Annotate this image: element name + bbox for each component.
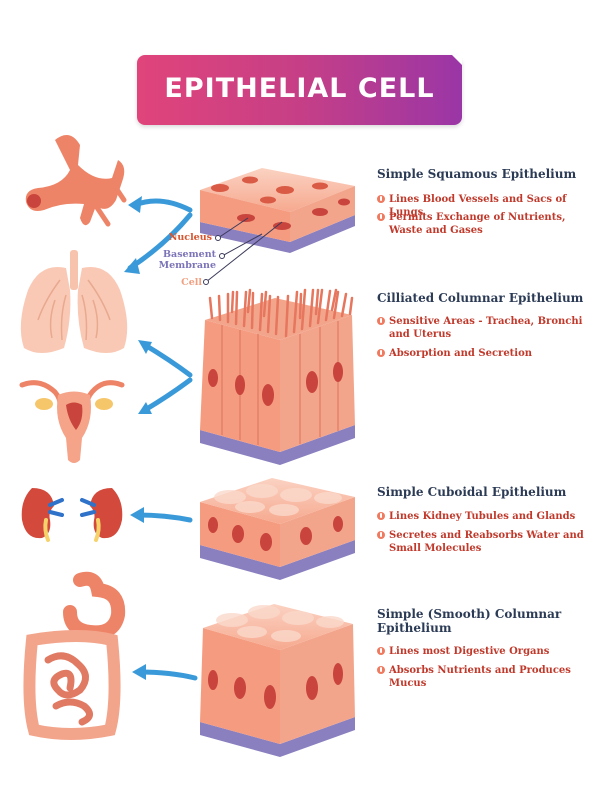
bullet-text: Waste and Gases xyxy=(389,225,483,236)
bullet-text: Secretes and Reabsorbs Water and xyxy=(389,530,584,541)
bullet-icon xyxy=(377,317,385,325)
list-item: Lines most Digestive Organs xyxy=(377,645,549,658)
title-banner: EPITHELIAL CELL xyxy=(137,55,462,125)
bullet-icon xyxy=(377,213,385,221)
list-item: Sensitive Areas - Trachea, Bronchi xyxy=(377,315,582,328)
list-item: Absorbs Nutrients and Produces Mucus xyxy=(377,664,600,690)
bullet-icon xyxy=(377,349,385,357)
bullet-icon xyxy=(377,531,385,539)
bullet-text: Lines Blood Vessels and Sacs of Lungs xyxy=(389,194,567,218)
section-title-columnar-line1: Simple (Smooth) Columnar xyxy=(377,607,562,621)
cell-label: Cell xyxy=(181,277,202,288)
bullet-text: Small Molecules xyxy=(389,543,482,554)
kidneys-icon xyxy=(21,488,123,542)
bullet-text: Absorption and Secretion xyxy=(389,348,533,359)
bullet-icon xyxy=(377,666,385,674)
page-title: EPITHELIAL CELL xyxy=(164,73,435,104)
list-item: Lines Blood Vessels and Sacs of Lungs xyxy=(377,193,600,219)
list-item: Secretes and Reabsorbs Water and xyxy=(377,529,584,542)
section-title-ciliated: Cilliated Columnar Epithelium xyxy=(377,291,584,305)
arrow-icon xyxy=(127,198,198,681)
bullet-icon xyxy=(377,512,385,520)
section-title-cuboidal: Simple Cuboidal Epithelium xyxy=(377,485,567,499)
squamous-tissue-block xyxy=(200,168,355,253)
section-title-columnar-line2: Epithelium xyxy=(377,621,452,635)
list-item-continuation: and Uterus xyxy=(377,328,451,341)
nucleus-label: Nucleus xyxy=(168,232,212,243)
arrowheads xyxy=(124,196,152,680)
basement-label-line1: Basement xyxy=(163,249,216,260)
digestive-tract-icon xyxy=(23,571,126,740)
uterus-icon xyxy=(19,380,125,463)
bullet-text: and Uterus xyxy=(389,329,452,340)
bullet-icon xyxy=(377,195,385,203)
cuboidal-tissue-block xyxy=(200,478,355,580)
bullet-icon xyxy=(377,647,385,655)
list-item-continuation: Small Molecules xyxy=(377,542,481,555)
section-title-squamous: Simple Squamous Epithelium xyxy=(377,167,577,181)
callout-lines xyxy=(203,217,283,285)
bullet-text: Lines most Digestive Organs xyxy=(389,646,550,657)
list-item-continuation: Waste and Gases xyxy=(377,224,483,237)
columnar-tissue-block xyxy=(200,604,355,757)
lungs-icon xyxy=(20,250,128,353)
basement-label-line2: Membrane xyxy=(158,260,216,271)
list-item: Permits Exchange of Nutrients, xyxy=(377,211,565,224)
bullet-text: Sensitive Areas - Trachea, Bronchi xyxy=(389,316,583,327)
trachea-icon xyxy=(25,135,127,227)
bullet-text: Lines Kidney Tubules and Glands xyxy=(389,511,576,522)
bullet-text: Absorbs Nutrients and Produces Mucus xyxy=(389,665,571,689)
bullet-text: Permits Exchange of Nutrients, xyxy=(389,212,566,223)
ciliated-tissue-block xyxy=(200,288,355,465)
list-item: Lines Kidney Tubules and Glands xyxy=(377,510,575,523)
list-item: Absorption and Secretion xyxy=(377,347,532,360)
